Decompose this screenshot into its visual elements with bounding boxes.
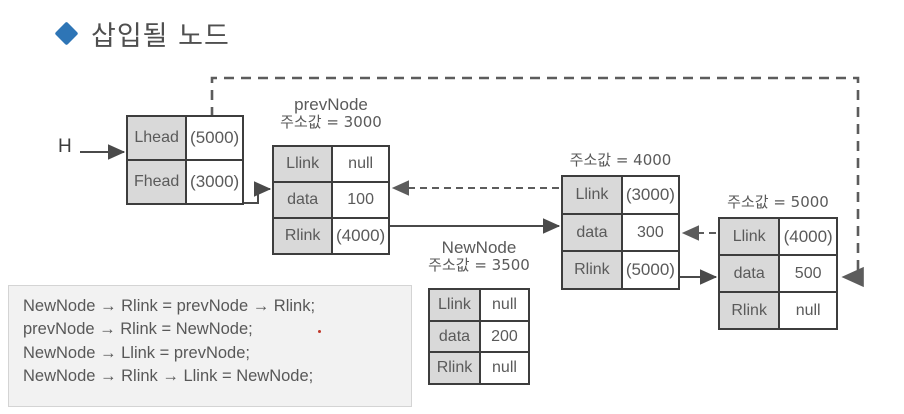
node-cell-value: (3000) [622,177,678,213]
node-cell-value: (5000) [187,117,242,159]
node-prev: Llink null data 100 Rlink (4000) [272,145,390,255]
node-cell-key: data [274,183,334,217]
node-cell-value: null [333,147,388,181]
node-cell-value: 100 [333,183,388,217]
node-cell-key: Rlink [274,219,334,253]
node-name: NewNode [441,238,517,257]
node-cell-value: 300 [622,214,678,251]
node-cell-key: Llink [430,290,481,320]
node-row: data 500 [720,256,836,293]
node-address: 주소값 = 5000 [727,193,829,211]
node-caption-prev: prevNode 주소값 = 3000 [272,95,390,131]
page-title-text: 삽입될 노드 [91,21,230,52]
node-cell-key: data [430,321,481,352]
code-line: NewNode → Rlink = prevNode → Rlink; [23,297,316,315]
node-cell-key: Fhead [128,161,188,203]
node-cell-key: Llink [720,219,781,254]
node-cell-key: data [563,214,623,251]
node-cell-value: null [480,353,528,384]
node-cell-value: (5000) [622,252,678,289]
code-panel: NewNode → Rlink = prevNode → Rlink; prev… [8,285,412,407]
node-row: data 200 [430,321,528,354]
node-cell-value: (4000) [780,219,836,254]
head-pointer-label: H [58,136,72,157]
node-row: data 100 [274,183,388,219]
node-row: Llink (3000) [563,177,678,215]
node-row: Rlink (4000) [274,219,388,253]
node-cell-key: Rlink [563,252,623,289]
node-new: Llink null data 200 Rlink null [428,288,530,385]
node-cell-key: data [720,256,781,291]
node-caption-4000: 주소값 = 4000 [561,152,680,169]
node-row: Llink (4000) [720,219,836,256]
node-row: Rlink null [430,353,528,384]
node-cell-value: 200 [480,321,528,352]
node-cell-key: Rlink [430,353,481,384]
node-row: Fhead (3000) [128,161,242,203]
node-row: data 300 [563,214,678,253]
node-cell-key: Llink [274,147,334,181]
node-cell-value: (4000) [333,219,388,253]
red-dot-marker [318,330,321,333]
node-4000: Llink (3000) data 300 Rlink (5000) [561,175,680,290]
node-caption-new: NewNode 주소값 = 3500 [423,238,535,274]
node-row: Lhead (5000) [128,117,242,161]
node-cell-key: Lhead [128,117,188,159]
node-name: prevNode [294,95,368,114]
node-cell-value: null [780,293,836,328]
node-caption-5000: 주소값 = 5000 [718,194,838,211]
code-line: prevNode → Rlink = NewNode; [23,320,253,339]
node-row: Llink null [430,290,528,322]
node-row: Rlink null [720,293,836,328]
diamond-icon [54,21,79,46]
code-line: NewNode → Llink = prevNode; [23,343,250,362]
node-cell-key: Rlink [720,293,781,328]
page-title: 삽입될 노드 [54,14,230,53]
node-cell-value: 500 [780,256,836,291]
node-row: Llink null [274,147,388,183]
node-cell-value: (3000) [187,161,242,203]
node-address: 주소값 = 3000 [280,113,382,132]
node-row: Rlink (5000) [563,252,678,289]
node-cell-key: Llink [563,177,623,213]
code-line: NewNode → Rlink → Llink = NewNode; [23,367,314,386]
node-cell-value: null [480,290,528,320]
node-address: 주소값 = 4000 [569,151,672,169]
node-head: Lhead (5000) Fhead (3000) [126,115,244,205]
node-address: 주소값 = 3500 [428,256,530,275]
node-5000: Llink (4000) data 500 Rlink null [718,217,838,330]
